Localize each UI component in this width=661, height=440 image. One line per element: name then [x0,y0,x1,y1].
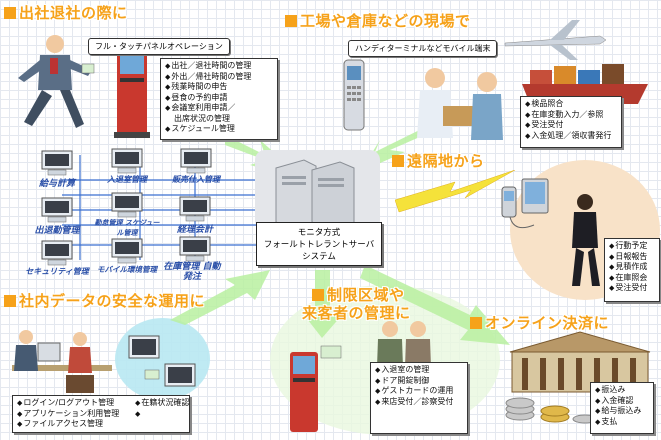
card-reader-icon [128,335,196,387]
system-label: 勤怠管理 スケジュール管理 [94,219,160,237]
section-title-office: 出社退社の際に [4,2,128,23]
businesswoman-icon [572,194,600,286]
server-label-line3: システム [302,252,336,262]
section-title-remote: 遠隔地から [392,150,485,171]
touch-kiosk-icon [114,50,150,138]
workers-icon [417,68,503,140]
system-pc-6: 経理会計 [160,196,230,235]
online-feature-list: 振込み 入金確認 給与振込み 支払 [590,382,654,434]
server-label-line1: モニタ方式 [297,228,341,238]
section-title-factory: 工場や倉庫などの現場で [285,10,471,31]
system-pc-1: 給与計算 [22,150,92,189]
lightning-icon [395,170,516,213]
internal-feature-list: ログイン/ログアウト管理 在籍状況確認 アプリケーション利用管理 ファイルアクセ… [12,395,190,433]
system-pc-8: モバイル環境管理 [90,238,164,275]
system-pc-9: 在庫管理 自動発注 [160,236,230,282]
section-title-online: オンライン決済に [470,312,609,333]
computer-icon [179,236,211,262]
computer-icon [180,148,212,174]
mobile-phone-icon [501,178,549,229]
server-label-box: モニタ方式 フォールトトレラントサーバ システム [256,222,382,266]
arrow-to-restricted [304,270,342,338]
system-label: 経理会計 [176,225,213,235]
running-person-icon [18,35,95,128]
factory-feature-list: 検品照合 在庫変動入力／参照 受注受付 入金処理／領収書発行 [520,96,622,148]
computer-icon [111,238,143,264]
system-pc-3: 販売仕入管理 [158,148,234,185]
system-label: 販売仕入管理 [172,175,220,184]
system-label: モバイル環境管理 [97,265,157,274]
touch-panel-callout: フル・タッチパネルオペレーション [88,38,230,55]
system-pc-7: セキュリティ管理 [20,240,94,277]
computer-icon [111,192,143,218]
airplane-icon [504,20,607,60]
handy-terminal-callout: ハンディターミナルなどモバイル端末 [348,40,498,57]
remote-feature-list: 行動予定 日報報告 見積作成 在庫照会 受注受付 [604,238,660,302]
computer-icon [41,240,73,266]
guest-card-icon [320,345,342,359]
entry-kiosk-icon [290,352,318,432]
coins-icon [505,397,598,424]
computer-icon [111,148,143,174]
computer-icon [179,196,211,222]
server-icon [275,159,355,229]
handy-terminal-icon [343,59,365,131]
system-pc-4: 出退勤管理 [22,197,92,236]
office-workers-icon [12,330,112,393]
section-title-internal: 社内データの安全な運用に [4,290,205,311]
arrow-from-internal [170,270,270,325]
system-label: 在庫管理 自動発注 [163,262,221,282]
system-label: セキュリティ管理 [25,267,89,276]
server-label-line2: フォールトトレラントサーバ [263,240,375,250]
system-pc-2: 入退室管理 [92,148,162,185]
system-label: 給与計算 [38,179,75,189]
system-label: 入退室管理 [107,175,147,184]
system-pc-5: 勤怠管理 スケジュール管理 [92,192,162,238]
computer-icon [41,197,73,223]
section-title-restricted: 制限区域や 来客者の管理に [302,286,411,322]
office-feature-list: 出社／退社時間の管理 外出／帰社時間の管理 残業時間の申告 昼食の予約申請 会議… [160,58,278,140]
restricted-feature-list: 入退室の管理 ドア開錠制御 ゲストカードの運用 来店受付／診察受付 [370,362,468,434]
computer-icon [41,150,73,176]
system-label: 出退勤管理 [34,226,80,236]
